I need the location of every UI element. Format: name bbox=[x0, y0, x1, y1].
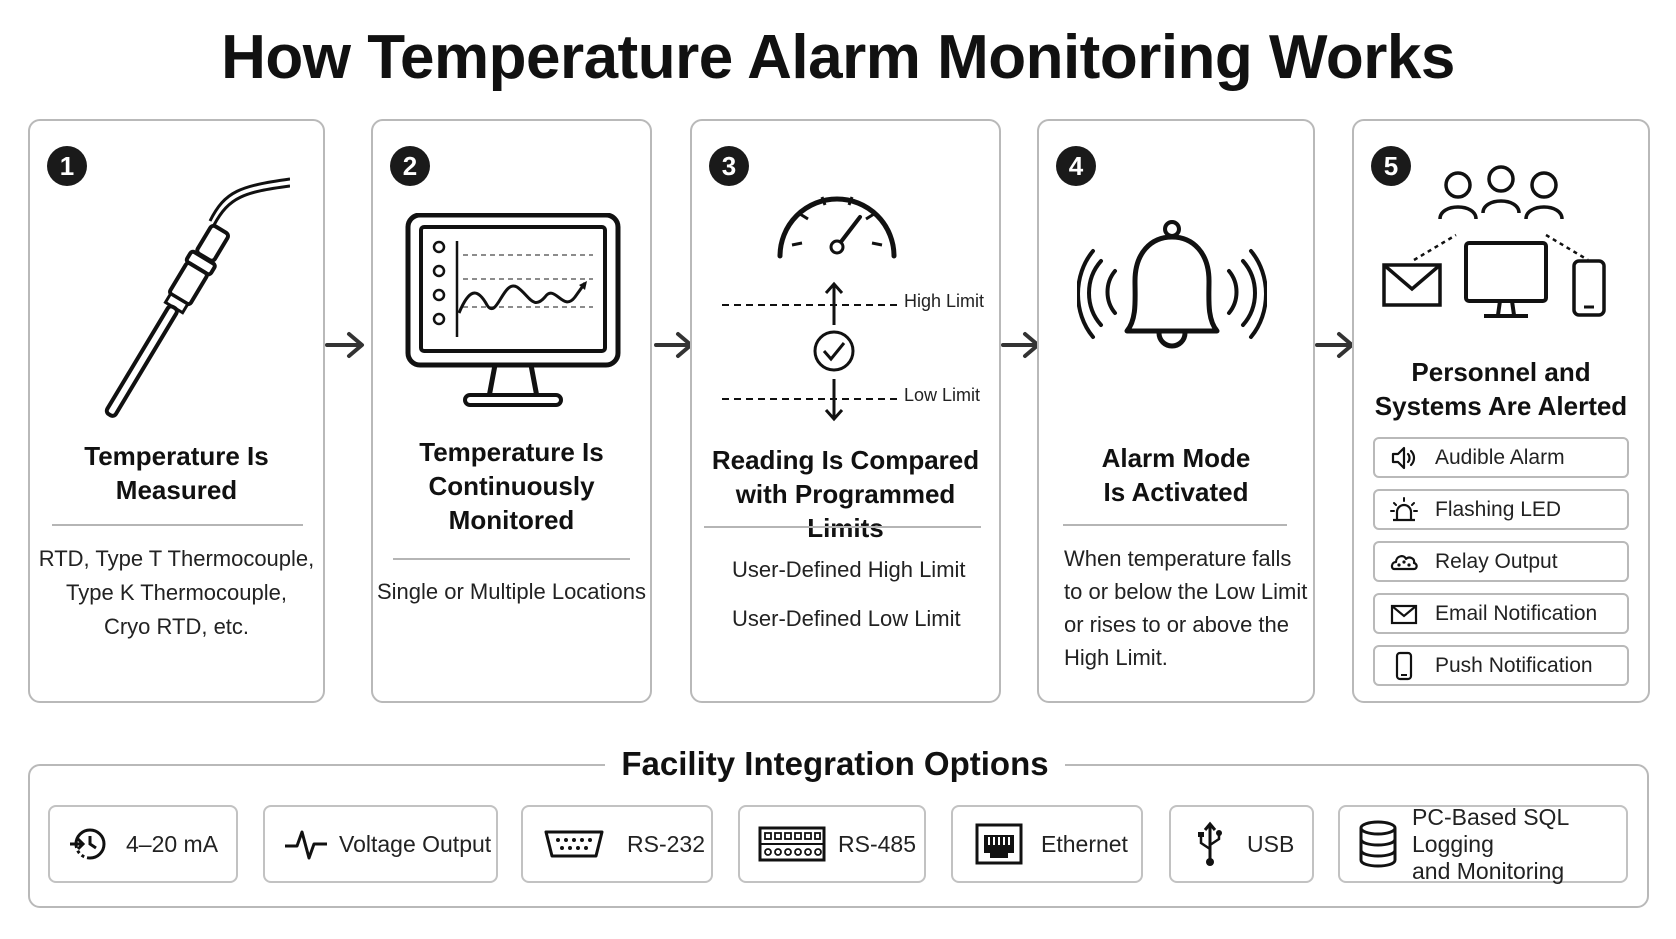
option-ethernet: Ethernet bbox=[951, 805, 1143, 883]
option-label: RS-232 bbox=[627, 830, 705, 857]
step-2-card: 2 Temperature Is Continuously Monitored … bbox=[371, 119, 652, 703]
speaker-icon bbox=[1391, 446, 1416, 469]
usb-icon bbox=[1198, 821, 1222, 866]
alert-relay-output: Relay Output bbox=[1373, 541, 1629, 582]
temperature-probe-icon bbox=[104, 177, 290, 418]
waveform-icon bbox=[285, 830, 327, 860]
arrow-right-icon bbox=[1315, 332, 1354, 358]
integration-title: Facility Integration Options bbox=[605, 740, 1065, 788]
step-3-divider bbox=[704, 526, 981, 528]
envelope-icon bbox=[1390, 604, 1418, 624]
option-label: PC-Based SQL Logging and Monitoring bbox=[1412, 803, 1569, 884]
flashing-led-icon bbox=[1390, 496, 1418, 521]
relay-icon bbox=[1390, 554, 1418, 570]
alert-label: Push Notification bbox=[1435, 653, 1593, 677]
step-2-title: Temperature Is Continuously Monitored bbox=[419, 437, 604, 535]
user-defined-high-limit: User-Defined High Limit bbox=[732, 557, 966, 582]
option-rs-485: RS-485 bbox=[738, 805, 926, 883]
option-4-20-ma: 4–20 mA bbox=[48, 805, 238, 883]
step-1-card: 1 Temperature Is Measured RTD, Type T Th… bbox=[28, 119, 325, 703]
option-rs-232: RS-232 bbox=[521, 805, 713, 883]
monitor-chart-icon bbox=[405, 213, 621, 407]
step-4-title: Alarm Mode Is Activated bbox=[1101, 443, 1251, 507]
step-4-divider bbox=[1063, 524, 1287, 526]
option-label: Voltage Output bbox=[339, 830, 492, 857]
option-usb: USB bbox=[1169, 805, 1314, 883]
step-4-badge: 4 bbox=[1056, 146, 1096, 186]
alert-push-notification: Push Notification bbox=[1373, 645, 1629, 686]
people-network-icon bbox=[1382, 165, 1606, 318]
alert-audible-alarm: Audible Alarm bbox=[1373, 437, 1629, 478]
alert-label: Audible Alarm bbox=[1435, 445, 1565, 469]
option-label: 4–20 mA bbox=[126, 830, 219, 857]
step-5-badge: 5 bbox=[1371, 146, 1411, 186]
step-1-description: RTD, Type T Thermocouple, Type K Thermoc… bbox=[38, 546, 315, 639]
terminal-block-icon bbox=[758, 826, 826, 862]
alert-label: Email Notification bbox=[1435, 601, 1598, 625]
step-1-title: Temperature Is Measured bbox=[84, 441, 269, 505]
arrow-right-icon bbox=[654, 332, 693, 358]
arrow-right-icon bbox=[1001, 332, 1040, 358]
alert-flashing-led: Flashing LED bbox=[1373, 489, 1629, 530]
step-5-card: 5 Personnel and Systems Are Alerted Audi… bbox=[1352, 119, 1650, 703]
ethernet-port-icon bbox=[975, 823, 1023, 865]
step-3-card: 3 High Limit Low Limit Reading Is Compar… bbox=[690, 119, 1001, 703]
option-label: USB bbox=[1247, 830, 1295, 857]
step-2-divider bbox=[393, 558, 630, 560]
page-title: How Temperature Alarm Monitoring Works bbox=[221, 23, 1455, 92]
alarm-bell-icon bbox=[1077, 220, 1267, 349]
arrow-right-icon bbox=[325, 332, 364, 358]
step-2-badge: 2 bbox=[390, 146, 430, 186]
step-4-description: When temperature falls to or below the L… bbox=[1064, 546, 1308, 670]
alert-email-notification: Email Notification bbox=[1373, 593, 1629, 634]
gauge-icon bbox=[777, 196, 897, 259]
db9-connector-icon bbox=[544, 830, 604, 858]
smartphone-icon bbox=[1395, 651, 1413, 680]
step-5-title: Personnel and Systems Are Alerted bbox=[1374, 357, 1628, 421]
alert-label: Flashing LED bbox=[1435, 497, 1562, 521]
option-voltage-output: Voltage Output bbox=[263, 805, 498, 883]
current-loop-icon bbox=[70, 828, 106, 860]
step-3-badge: 3 bbox=[709, 146, 749, 186]
high-limit-label: High Limit bbox=[904, 291, 985, 311]
database-icon bbox=[1359, 820, 1397, 868]
alert-label: Relay Output bbox=[1435, 549, 1558, 573]
step-1-badge: 1 bbox=[47, 146, 87, 186]
step-1-divider bbox=[52, 524, 303, 526]
limits-diagram-icon bbox=[722, 281, 897, 422]
option-label: Ethernet bbox=[1041, 830, 1128, 857]
step-2-description: Single or Multiple Locations bbox=[376, 579, 647, 604]
option-pc-based-sql-logging: PC-Based SQL Logging and Monitoring bbox=[1338, 803, 1628, 884]
alert-list: Audible Alarm Flashing LED Relay Output … bbox=[1373, 437, 1629, 697]
step-4-card: 4 Alarm Mode Is Activated When temperatu… bbox=[1037, 119, 1315, 703]
option-label: RS-485 bbox=[838, 830, 916, 857]
low-limit-label: Low Limit bbox=[904, 385, 981, 405]
step-3-title: Reading Is Compared with Programmed Limi… bbox=[711, 445, 980, 543]
user-defined-low-limit: User-Defined Low Limit bbox=[732, 606, 961, 631]
